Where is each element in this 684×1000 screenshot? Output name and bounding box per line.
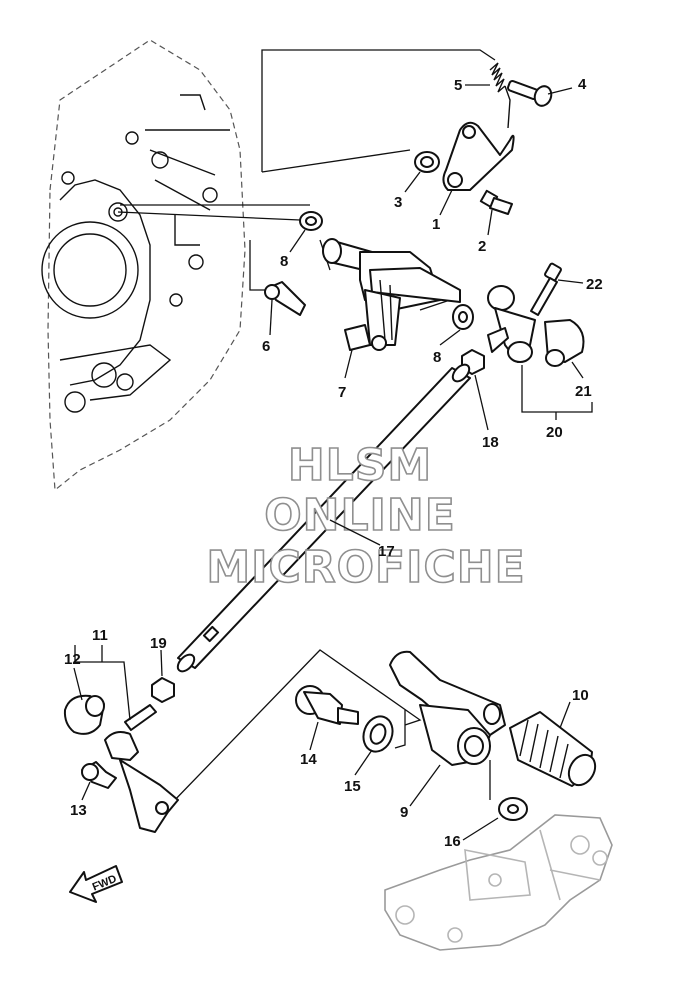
- watermark-line-1: HLSM: [288, 440, 432, 491]
- callout-20: 20: [546, 424, 563, 441]
- callout-9: 9: [400, 804, 408, 821]
- bolt-part-2: [479, 189, 513, 215]
- callout-6: 6: [262, 338, 270, 355]
- spring-part: [489, 62, 511, 129]
- callout-1: 1: [432, 216, 440, 233]
- washer-part-15: [362, 715, 394, 753]
- callout-22: 22: [586, 276, 603, 293]
- assembly-lines: [117, 49, 496, 806]
- shift-rod: [176, 363, 471, 673]
- watermark: HLSM ONLINE MICROFICHE: [206, 439, 526, 594]
- callout-8-upper: 8: [280, 253, 288, 270]
- callout-5: 5: [454, 77, 462, 94]
- bushing-part: [414, 151, 440, 173]
- watermark-line-2: ONLINE: [264, 490, 456, 541]
- callout-19: 19: [150, 635, 167, 652]
- callout-8-lower: 8: [433, 349, 441, 366]
- callout-15: 15: [344, 778, 361, 795]
- bolt-part-14: [295, 685, 359, 725]
- fwd-arrow: FWD: [69, 865, 123, 903]
- callout-labels: 5 4 3 1 2 8 6 7 8 22 21 20 18 17 11 12 1…: [64, 76, 603, 850]
- crankcase-outline: [41, 39, 246, 492]
- nut-part-19: [151, 677, 175, 703]
- footrest-bracket-outline: [384, 814, 613, 951]
- callout-17: 17: [378, 543, 395, 560]
- callout-7: 7: [338, 384, 346, 401]
- callout-10: 10: [572, 687, 589, 704]
- callout-11: 11: [92, 627, 108, 644]
- callout-3: 3: [394, 194, 402, 211]
- shift-arm-plate: [442, 121, 515, 191]
- washer-lower: [452, 304, 474, 330]
- shift-pedal: [389, 650, 506, 766]
- callout-13: 13: [70, 802, 87, 819]
- callout-2: 2: [478, 238, 486, 255]
- pin-part: [507, 80, 553, 107]
- callout-21: 21: [575, 383, 592, 400]
- callout-16: 16: [444, 833, 461, 850]
- callout-4: 4: [578, 76, 587, 93]
- callout-14: 14: [300, 751, 317, 768]
- pedal-rubber: [509, 711, 597, 787]
- callout-12: 12: [64, 651, 81, 668]
- callout-leaders: [73, 84, 593, 841]
- washer-part-16: [498, 797, 528, 821]
- washer-upper: [299, 211, 323, 231]
- bolt-part-22: [530, 262, 562, 316]
- joint-assembly: [487, 285, 585, 367]
- callout-18: 18: [482, 434, 499, 451]
- watermark-line-3: MICROFICHE: [206, 542, 525, 593]
- lower-linkage: [63, 694, 179, 833]
- stud-bolt: [264, 281, 306, 316]
- shift-shaft-assembly: [322, 238, 461, 351]
